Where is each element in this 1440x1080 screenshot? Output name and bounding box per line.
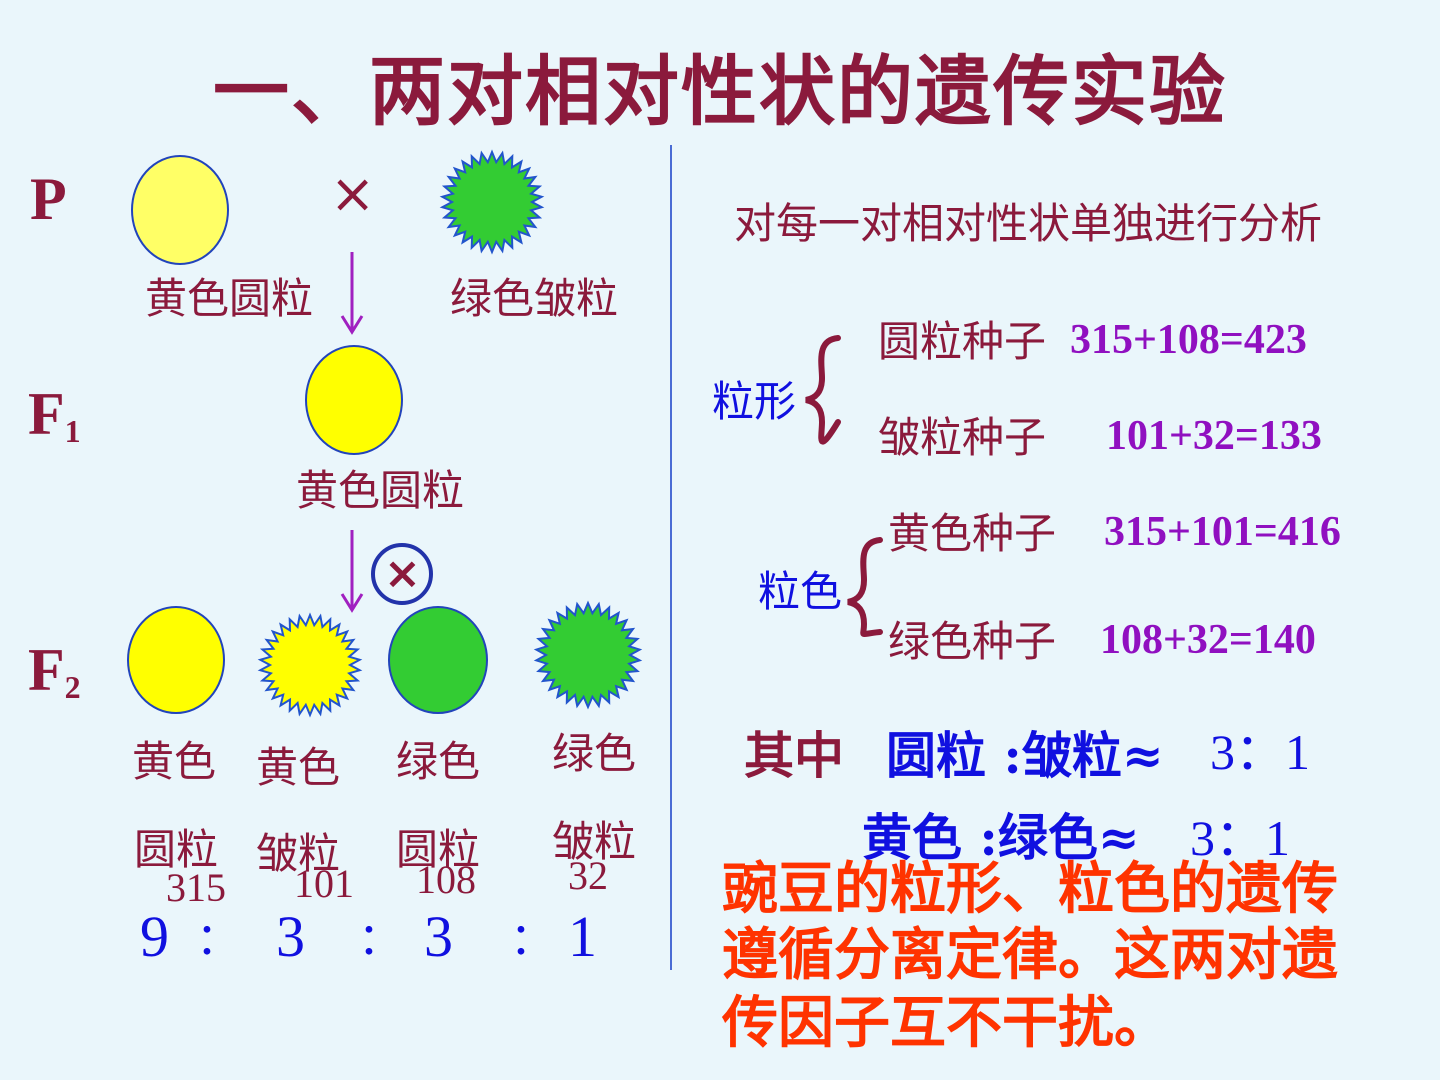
f2-ratio-3b: 3	[424, 904, 453, 969]
ratio2-value: 3：1	[1190, 810, 1290, 866]
arrow-p-to-f1	[340, 252, 364, 335]
color-label: 粒色	[758, 567, 843, 616]
arrow-f1-to-f2	[340, 530, 364, 613]
shape-row-1-label: 圆粒种子	[878, 317, 1047, 366]
pea-green-wrinkled-f2	[533, 600, 643, 710]
generation-f2: F2	[28, 637, 81, 705]
shape-row-2-calc: 101+32=133	[1106, 413, 1322, 459]
color-row-1-calc: 315+101=416	[1104, 509, 1341, 555]
pea-yellow-wrinkled-f2	[257, 612, 363, 718]
pea-yellow-round-f1	[305, 345, 403, 455]
conclusion-line-1: 豌豆的粒形、粒色的遗传	[722, 856, 1338, 922]
cross-symbol: ×	[330, 162, 376, 225]
f1-label: 黄色圆粒	[296, 466, 465, 515]
parent-left-label: 黄色圆粒	[145, 274, 314, 323]
analysis-heading: 对每一对相对性状单独进行分析	[734, 199, 1323, 248]
shape-row-1-calc: 315+108=423	[1070, 317, 1307, 363]
generation-p: P	[30, 166, 67, 232]
pea-green-wrinkled-parent	[439, 149, 545, 255]
f2-ratio-colon-1: ：	[196, 915, 240, 964]
f2-ratio-colon-2: ：	[358, 915, 402, 964]
shape-label: 粒形	[712, 377, 797, 426]
f2-ratio-3a: 3	[276, 904, 305, 969]
conclusion-line-3: 传因子互不干扰。	[722, 990, 1170, 1056]
f2-label-4-line2: 皱粒	[552, 817, 637, 866]
conclusion-line-2: 遵循分离定律。这两对遗	[722, 922, 1338, 988]
f2-count-4: 32	[568, 853, 608, 898]
f2-label-2-line2: 皱粒	[256, 829, 341, 878]
f2-label-4-line1: 绿色	[552, 729, 637, 778]
parent-right-label: 绿色皱粒	[450, 274, 619, 323]
f2-ratio-9: 9	[140, 904, 169, 969]
pea-green-round-f2	[388, 606, 488, 714]
f2-label-3-line2: 圆粒	[396, 825, 481, 874]
ratio2-label: 黄色 :绿色≈	[862, 808, 1140, 867]
color-row-2-calc: 108+32=140	[1100, 617, 1316, 663]
self-cross-circle	[371, 543, 433, 605]
brace-color	[847, 537, 883, 638]
pea-yellow-round-parent	[131, 155, 229, 265]
f2-label-3-line1: 绿色	[396, 737, 481, 786]
f2-label-2-line1: 黄色	[256, 743, 341, 792]
among-label: 其中	[744, 726, 844, 785]
f2-ratio-colon-3: ：	[510, 915, 554, 964]
generation-f1: F1	[28, 381, 81, 449]
color-row-1-label: 黄色种子	[888, 509, 1057, 558]
f2-ratio-1: 1	[568, 904, 597, 969]
self-cross-symbol: ×	[384, 548, 421, 599]
ratio1-label: 圆粒 :皱粒≈	[886, 726, 1164, 785]
f2-label-1-line1: 黄色	[132, 737, 217, 786]
color-row-2-label: 绿色种子	[888, 617, 1057, 666]
f2-label-1-line2: 圆粒	[134, 825, 219, 874]
ratio1-value: 3：1	[1210, 724, 1310, 780]
pea-yellow-round-f2	[127, 606, 225, 714]
brace-shape	[805, 335, 841, 445]
f2-count-2: 101	[294, 861, 354, 906]
shape-row-2-label: 皱粒种子	[878, 413, 1047, 462]
f2-count-1: 315	[166, 865, 226, 910]
f2-count-3: 108	[416, 857, 476, 902]
page-title: 一、两对相对性状的遗传实验	[213, 47, 1227, 136]
